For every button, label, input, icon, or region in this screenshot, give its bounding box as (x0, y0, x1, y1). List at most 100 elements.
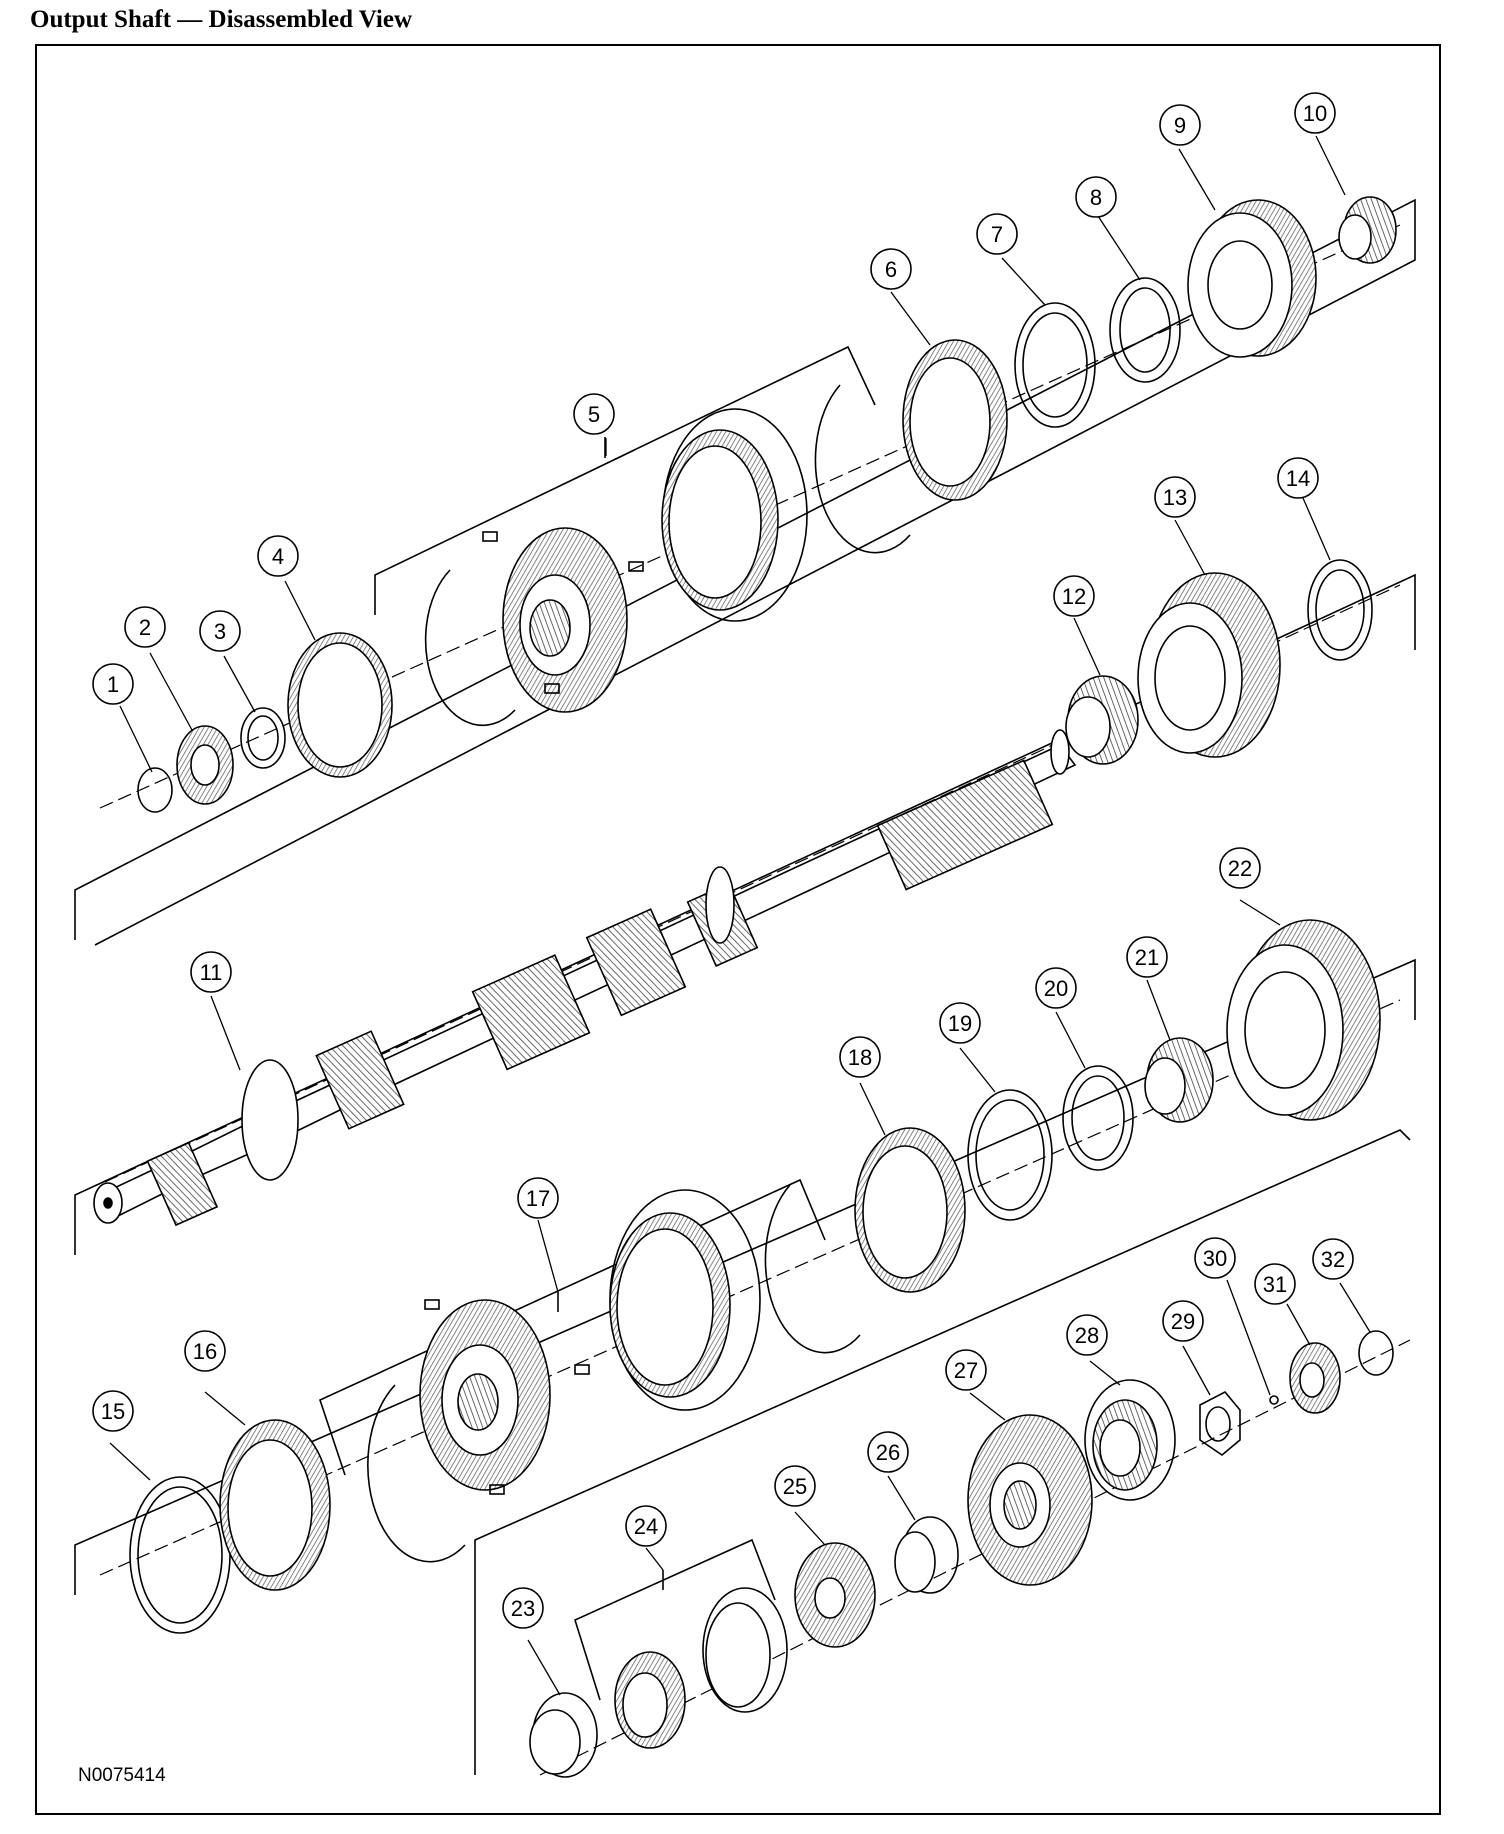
part-32-snap-ring (1358, 1330, 1394, 1376)
callout-label-24: 24 (634, 1514, 658, 1539)
callout-31: 31 (1254, 1263, 1296, 1305)
callout-label-26: 26 (876, 1440, 900, 1465)
callout-11: 11 (190, 951, 232, 993)
part-5-synchronizer-assembly (424, 384, 911, 727)
part-12-needle-bearing (1065, 675, 1139, 765)
callout-22: 22 (1219, 847, 1261, 889)
callout-label-4: 4 (272, 544, 284, 569)
callout-label-1: 1 (107, 672, 119, 697)
callout-10: 10 (1294, 92, 1336, 134)
callout-label-6: 6 (885, 257, 897, 282)
callout-18: 18 (839, 1036, 881, 1078)
part-29-nut (1199, 1390, 1241, 1457)
part-1-snap-ring (137, 767, 173, 813)
lower-group (474, 1129, 1411, 1778)
callout-6: 6 (870, 248, 912, 290)
callout-label-30: 30 (1203, 1246, 1227, 1271)
bracket-17 (319, 1178, 826, 1476)
part-21-needle-bearing (1144, 1037, 1214, 1123)
part-2-thrust-washer (176, 725, 234, 805)
part-14-blocking-ring (1307, 559, 1373, 661)
callout-label-11: 11 (200, 960, 223, 985)
callout-label-28: 28 (1075, 1323, 1099, 1348)
callout-label-25: 25 (783, 1474, 807, 1499)
part-13-gear (1137, 572, 1281, 758)
part-28-bearing (1084, 1379, 1176, 1501)
shaft-group-outline (74, 573, 1416, 1255)
lower-group-outline (474, 1129, 1411, 1775)
callout-label-32: 32 (1321, 1247, 1345, 1272)
page-title: Output Shaft — Disassembled View (30, 6, 412, 33)
callout-label-17: 17 (526, 1186, 550, 1211)
part-17-synchronizer-assembly (367, 1184, 861, 1563)
callout-28: 28 (1066, 1314, 1108, 1356)
callout-12: 12 (1053, 575, 1095, 617)
part-26-sleeve (894, 1516, 959, 1594)
callout-label-18: 18 (848, 1045, 872, 1070)
part-11-output-shaft (93, 729, 1077, 1227)
callout-label-12: 12 (1062, 584, 1086, 609)
callout-5: 5 (573, 393, 615, 435)
callout-1: 1 (92, 663, 134, 705)
callout-23: 23 (502, 1587, 544, 1629)
upper-group (74, 196, 1416, 946)
part-30-ball (1269, 1395, 1279, 1405)
callout-25: 25 (774, 1465, 816, 1507)
callout-27: 27 (945, 1349, 987, 1391)
part-27-gear (967, 1414, 1093, 1586)
part-4-synchronizer-ring (287, 632, 393, 778)
callout-label-10: 10 (1303, 101, 1327, 126)
part-8-blocking-ring (1109, 277, 1181, 383)
callout-7: 7 (976, 213, 1018, 255)
callout-label-16: 16 (193, 1339, 217, 1364)
callout-19: 19 (939, 1002, 981, 1044)
callout-9: 9 (1159, 104, 1201, 146)
part-23-sleeve (529, 1692, 598, 1778)
callout-label-13: 13 (1163, 485, 1187, 510)
callout-label-15: 15 (101, 1399, 125, 1424)
callout-24: 24 (625, 1505, 667, 1547)
part-19-ring (967, 1089, 1053, 1221)
callout-label-7: 7 (991, 222, 1003, 247)
part-31-gear (1289, 1342, 1341, 1414)
callout-3: 3 (199, 610, 241, 652)
callout-30: 30 (1194, 1237, 1236, 1279)
callout-label-31: 31 (1263, 1272, 1287, 1297)
callout-15: 15 (92, 1390, 134, 1432)
part-24-tapered-bearing (614, 1587, 788, 1749)
callout-label-8: 8 (1090, 185, 1102, 210)
callout-2: 2 (124, 606, 166, 648)
callout-label-20: 20 (1044, 976, 1068, 1001)
callout-13: 13 (1154, 476, 1196, 518)
callout-14: 14 (1277, 457, 1319, 499)
figure-id: N0075414 (78, 1765, 166, 1786)
middle-group-outline (74, 958, 1416, 1595)
callout-16: 16 (184, 1330, 226, 1372)
part-6-synchronizer-ring (902, 339, 1008, 501)
callout-32: 32 (1312, 1238, 1354, 1280)
callout-21: 21 (1126, 936, 1168, 978)
callout-label-29: 29 (1171, 1309, 1195, 1334)
leader-lines (109, 135, 1371, 1696)
part-16-synchronizer-ring (219, 1419, 331, 1591)
bracket-5 (374, 345, 876, 615)
callout-label-27: 27 (954, 1358, 978, 1383)
middle-group (74, 919, 1416, 1634)
callout-label-14: 14 (1286, 466, 1310, 491)
part-3-ring (240, 707, 286, 769)
callouts: 1 2 3 4 5 6 7 8 9 10 11 12 13 14 15 16 1… (92, 92, 1354, 1629)
part-10-needle-bearing (1338, 196, 1397, 264)
part-18-synchronizer-ring (854, 1127, 966, 1293)
callout-label-21: 21 (1135, 945, 1159, 970)
callout-label-22: 22 (1228, 856, 1252, 881)
part-7-ring (1014, 302, 1096, 428)
callout-label-19: 19 (948, 1011, 972, 1036)
callout-label-5: 5 (588, 402, 600, 427)
shaft-group (74, 559, 1416, 1255)
callout-26: 26 (867, 1431, 909, 1473)
callout-17: 17 (517, 1177, 559, 1219)
part-20-blocking-ring (1062, 1065, 1134, 1171)
part-9-gear (1187, 199, 1317, 358)
callout-8: 8 (1075, 176, 1117, 218)
